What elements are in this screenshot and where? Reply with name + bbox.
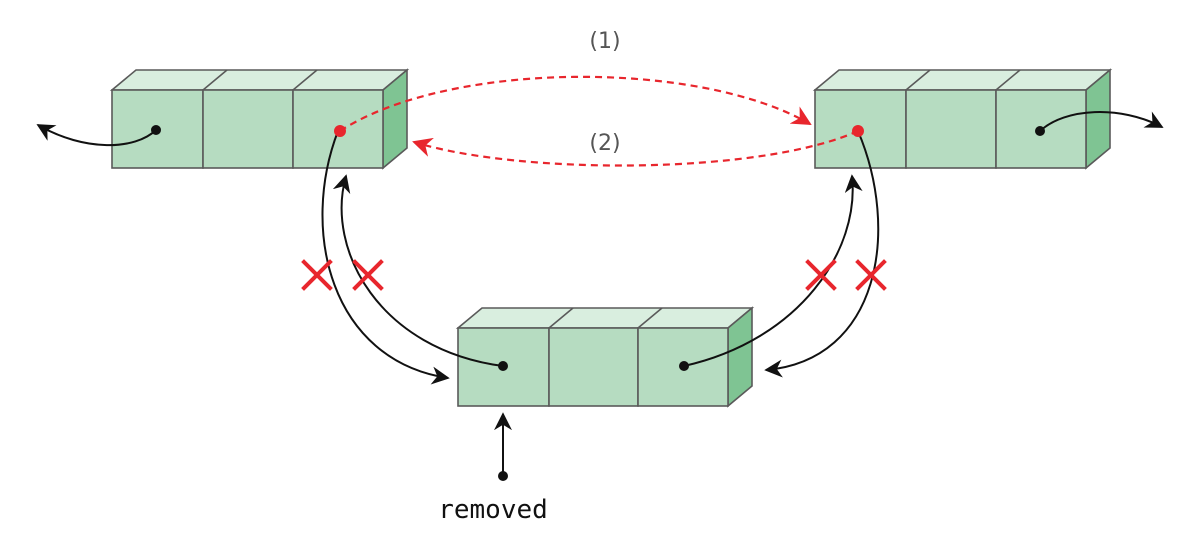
right-node-prev-dot (852, 125, 864, 137)
cut-mark-2-icon (352, 259, 384, 291)
removed-node-prev-dot (498, 361, 508, 371)
step-1-label: (1) (589, 29, 620, 54)
removed-node-top-face (455, 307, 755, 329)
new-link-2 (412, 129, 859, 167)
left-node-prev-pointer (36, 124, 157, 147)
left-node-prev-dot (151, 125, 161, 135)
left-node (109, 68, 410, 170)
right-node-next-pointer (1039, 111, 1164, 132)
removed-node (455, 306, 755, 408)
step-2-label: (2) (589, 131, 620, 156)
right-node-cell-data (905, 89, 997, 169)
right-node (812, 68, 1113, 170)
old-right-prev-to-removed (764, 130, 880, 378)
cut-mark-4-icon (855, 259, 887, 291)
new-link-1 (339, 75, 812, 132)
removed-pointer-dot (498, 471, 508, 481)
right-node-next-dot (1035, 126, 1045, 136)
old-removed-next-to-right (683, 174, 863, 367)
removed-node-next-dot (679, 361, 689, 371)
old-removed-prev-to-left (332, 174, 504, 367)
cut-mark-1-icon (301, 259, 333, 291)
cut-mark-3-icon (805, 259, 837, 291)
right-node-top-face (812, 69, 1113, 91)
removed-label: removed (438, 495, 548, 525)
removed-node-cell-data (548, 327, 639, 407)
old-left-next-to-removed (321, 130, 450, 385)
left-node-next-dot (334, 125, 346, 137)
left-node-top-face (109, 69, 410, 91)
left-node-cell-data (202, 89, 294, 169)
